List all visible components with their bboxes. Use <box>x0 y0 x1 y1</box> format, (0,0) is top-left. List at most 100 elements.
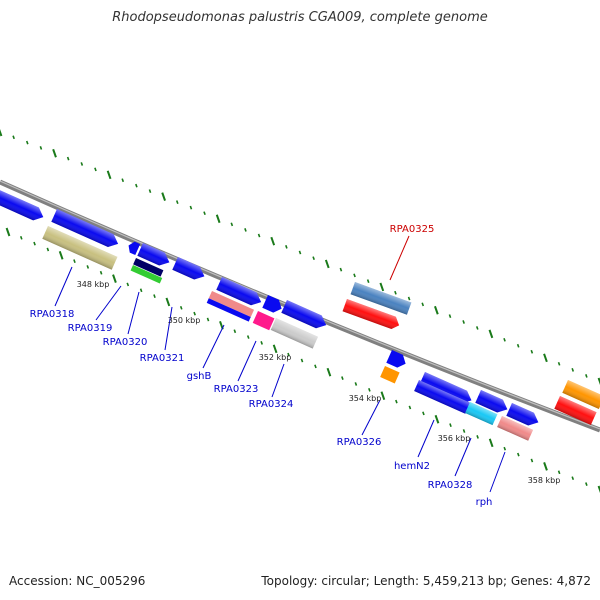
tick-mark <box>298 250 302 255</box>
tick-mark <box>557 470 561 475</box>
tick-mark <box>126 282 130 287</box>
tick-mark <box>571 476 575 481</box>
feature-block[interactable] <box>270 318 319 349</box>
feature-block[interactable] <box>133 258 164 277</box>
tick-mark <box>33 241 36 246</box>
tick-mark <box>353 273 356 278</box>
tick-mark <box>434 305 439 315</box>
feature-block[interactable] <box>414 380 471 414</box>
tick-mark <box>193 311 196 316</box>
gene-label-rpa0324[interactable]: RPA0324 <box>249 399 294 410</box>
feature-block[interactable] <box>206 291 255 322</box>
tick-mark <box>94 167 97 172</box>
gene-label-rpa0323[interactable]: RPA0323 <box>214 384 259 395</box>
feature-block[interactable] <box>562 380 600 410</box>
feature-block[interactable] <box>281 300 329 331</box>
tick-mark <box>121 178 125 183</box>
scale-label: 356 kbp <box>438 434 471 443</box>
tick-mark <box>86 265 90 269</box>
tick-mark <box>380 391 386 401</box>
feature-block[interactable] <box>172 257 207 283</box>
tick-mark <box>462 429 466 433</box>
tick-mark <box>189 205 193 210</box>
gene-label-rph[interactable]: rph <box>476 497 493 508</box>
tick-mark <box>449 423 452 427</box>
feature-block[interactable] <box>497 416 534 441</box>
tick-mark <box>161 192 166 201</box>
feature-block[interactable] <box>342 299 402 331</box>
tick-mark <box>557 361 561 366</box>
feature-block[interactable] <box>137 243 172 269</box>
gene-label-rpa0319[interactable]: RPA0319 <box>68 323 113 334</box>
feature-block[interactable] <box>51 209 121 250</box>
gene-label-rpa0328[interactable]: RPA0328 <box>428 480 473 491</box>
gene-label-rpa0321[interactable]: RPA0321 <box>140 353 185 364</box>
tick-mark <box>462 320 465 324</box>
tick-mark <box>422 411 425 416</box>
tick-mark <box>148 189 152 193</box>
tick-mark <box>326 367 332 377</box>
tick-mark <box>58 250 64 260</box>
gene-label-rpa0325[interactable]: RPA0325 <box>390 224 435 235</box>
tick-mark <box>448 314 452 318</box>
tick-mark <box>230 222 234 227</box>
tick-mark <box>475 326 479 330</box>
tick-mark <box>395 399 398 404</box>
feature-block[interactable] <box>554 396 597 426</box>
feature-block[interactable] <box>475 390 510 416</box>
tick-mark <box>434 414 440 424</box>
feature-block[interactable] <box>252 311 275 331</box>
feature-block[interactable] <box>380 366 400 384</box>
gene-label-rpa0320[interactable]: RPA0320 <box>103 337 148 348</box>
tick-mark <box>354 382 358 386</box>
feature-block[interactable] <box>130 265 163 284</box>
feature-block[interactable] <box>419 372 474 407</box>
tick-mark <box>571 367 575 372</box>
tick-mark <box>99 270 103 275</box>
tick-mark <box>244 228 247 232</box>
tick-mark <box>341 376 344 380</box>
scale-label: 352 kbp <box>259 353 292 362</box>
tick-mark <box>206 317 210 322</box>
feature-block[interactable] <box>216 277 264 308</box>
tick-mark <box>106 170 112 180</box>
tick-mark <box>421 302 425 307</box>
tick-mark <box>19 235 23 240</box>
tick-mark <box>488 438 494 448</box>
tick-mark <box>314 364 317 369</box>
scale-label: 348 kbp <box>77 280 110 289</box>
genome-summary: Topology: circular; Length: 5,459,213 bp… <box>261 574 591 588</box>
tick-mark <box>203 211 206 216</box>
tick-mark <box>246 335 250 339</box>
feature-block[interactable] <box>506 403 541 429</box>
map-title: Rhodopseudomonas palustris CGA009, compl… <box>112 10 488 25</box>
tick-mark <box>324 259 330 269</box>
tick-mark <box>80 162 84 166</box>
plus-strand-features <box>0 188 600 429</box>
feature-block[interactable] <box>0 188 46 224</box>
tick-mark <box>408 405 412 410</box>
tick-mark <box>0 128 3 137</box>
tick-mark <box>488 329 494 339</box>
tick-mark <box>585 374 588 378</box>
scale-label: 358 kbp <box>528 476 561 485</box>
feature-block[interactable] <box>262 295 284 315</box>
tick-mark <box>312 256 315 261</box>
gene-label-hemn2[interactable]: hemN2 <box>394 461 430 472</box>
feature-block[interactable] <box>386 350 408 370</box>
scale-labels: 348 kbp 350 kbp 352 kbp 354 kbp 356 kbp … <box>77 280 561 485</box>
tick-mark <box>257 233 261 238</box>
tick-mark <box>272 344 278 354</box>
gene-label-rpa0318[interactable]: RPA0318 <box>30 309 75 320</box>
gene-label-gshb[interactable]: gshB <box>187 371 212 382</box>
feature-block[interactable] <box>42 226 118 270</box>
tick-mark <box>368 387 371 392</box>
feature-block-rpa0325[interactable] <box>350 282 412 315</box>
scale-label: 354 kbp <box>349 394 382 403</box>
feature-block[interactable] <box>465 402 498 426</box>
gene-label-rpa0326[interactable]: RPA0326 <box>337 437 382 448</box>
tick-mark <box>300 358 304 363</box>
feature-block[interactable] <box>126 240 141 256</box>
tick-mark <box>394 290 397 295</box>
